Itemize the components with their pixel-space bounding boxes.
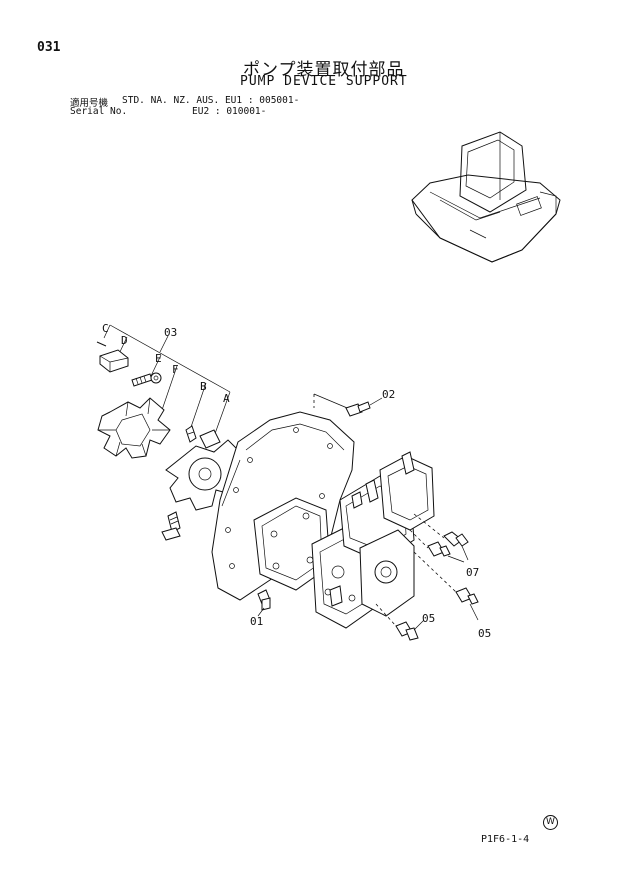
w-mark-symbol: W [543,815,558,830]
callout-d: D [121,334,128,347]
title-japanese: ポンプ装置取付部品 [243,60,405,80]
callout-07: 07 [466,566,479,579]
sensor-07-upper [413,513,469,561]
part-a-coupling-hub [165,429,245,511]
callout-f: F [172,363,179,376]
part-b-pin [185,425,197,443]
hydraulic-pump [253,451,435,629]
callout-a: A [223,392,230,405]
leader-02-bracket [313,393,353,411]
callout-03: 03 [164,326,177,339]
excavator-thumbnail [411,131,561,263]
serial-label-japanese: 適用号機 [70,98,109,109]
callout-c: C [102,322,109,335]
callout-05-left: 05 [422,612,435,625]
coupling-bolt [161,511,181,541]
sensor-05-right [413,551,479,621]
callout-e: E [155,352,162,365]
callout-b: B [200,380,207,393]
part-e-bolt [131,372,162,387]
sensor-05-left [375,603,425,641]
serial-models-eu1: STD. NA. NZ. AUS. EU1 : 005001- [122,95,300,106]
sensor-07-lower [409,529,465,563]
serial-eu2: EU2 : 010001- [192,106,267,117]
callout-05-right: 05 [478,627,491,640]
callout-01: 01 [250,615,263,628]
page-number: 031 [37,40,61,55]
part-f-coupling-element [97,397,171,459]
part-c-pin [96,341,107,347]
bolt-02 [345,397,383,417]
bolt-01 [257,589,271,617]
title-english: PUMP DEVICE SUPPORT [240,74,408,89]
callout-02: 02 [382,388,395,401]
part-d-block [99,349,129,373]
serial-label-english: Serial No. [70,106,128,117]
figure-code: P1F6-1-4 [481,834,530,845]
